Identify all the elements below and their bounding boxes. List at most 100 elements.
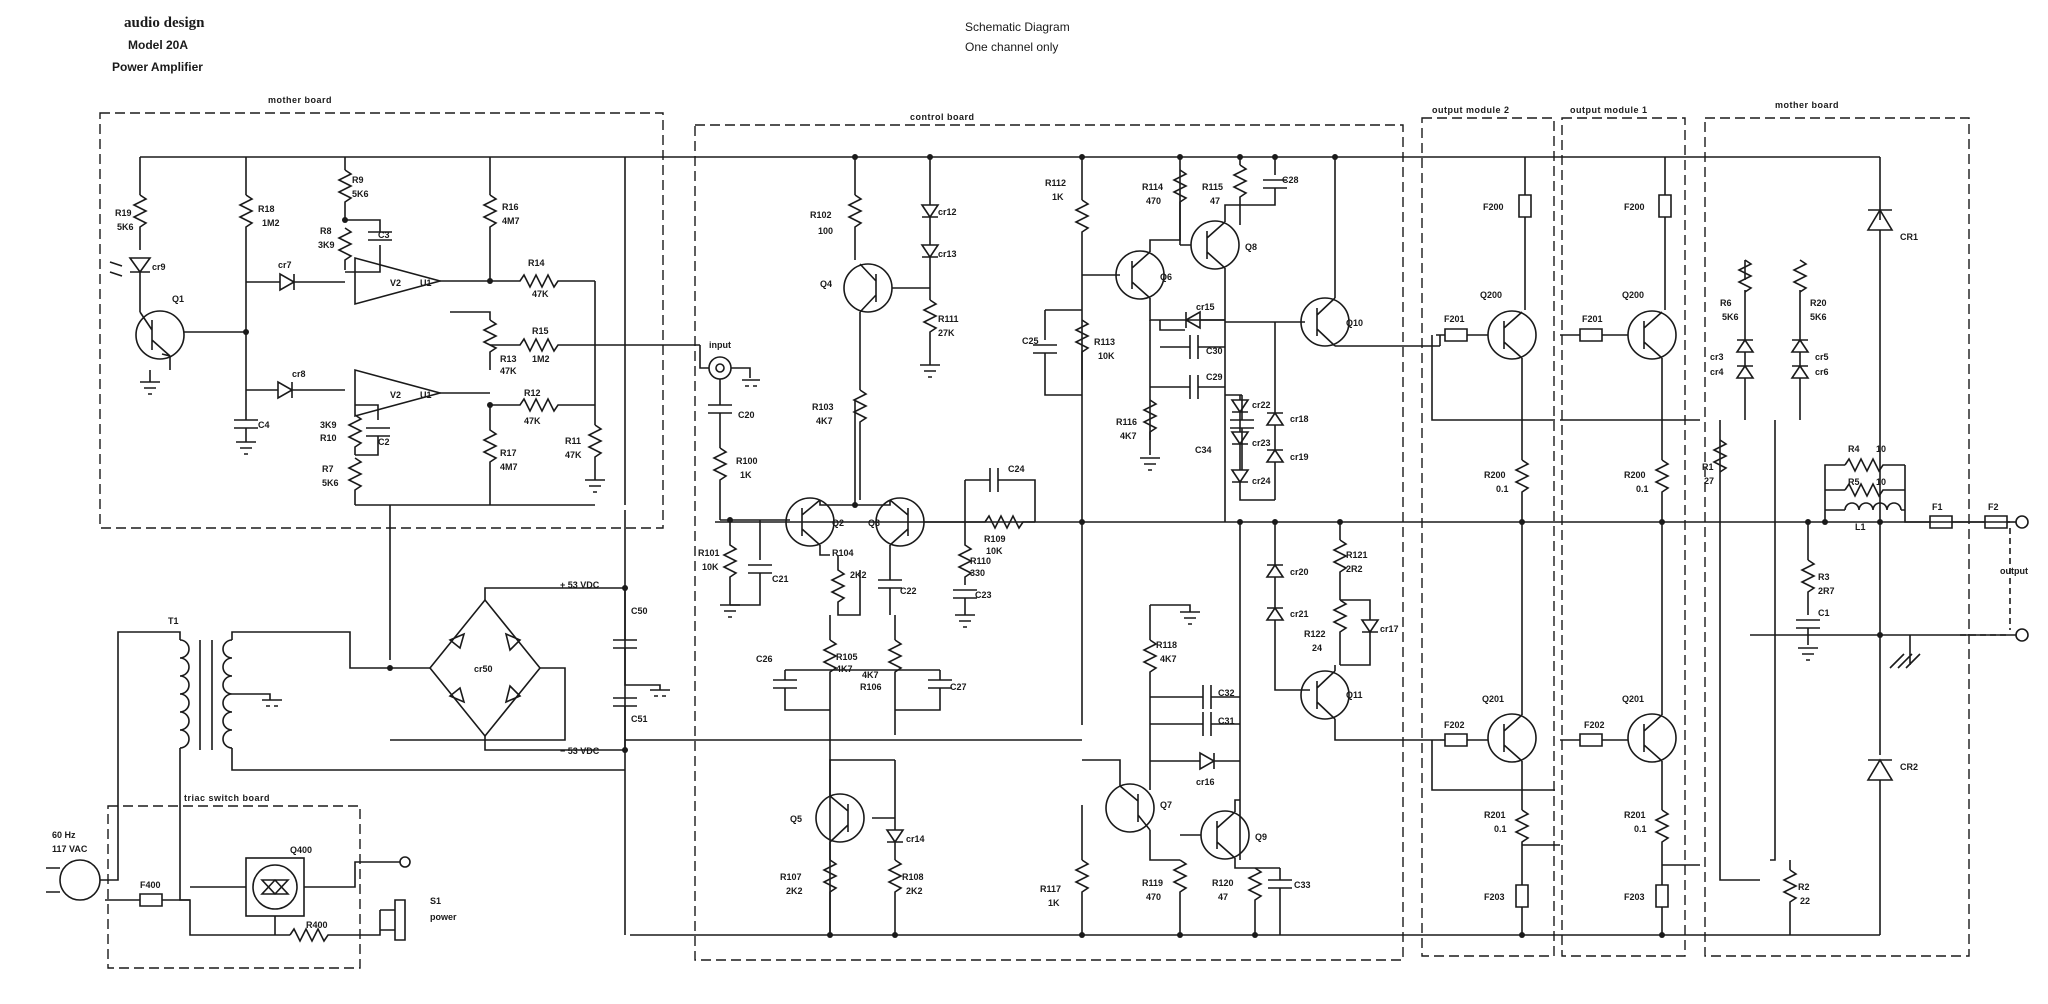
- svg-text:117 VAC: 117 VAC: [52, 844, 88, 854]
- svg-text:C51: C51: [631, 714, 648, 724]
- svg-text:4M7: 4M7: [500, 462, 518, 472]
- svg-text:Q1: Q1: [172, 294, 184, 304]
- diode-cr24: [1230, 469, 1250, 484]
- resistor-r4: [1844, 457, 1905, 473]
- transistor-q5: [815, 793, 865, 843]
- resistor-r200b: [1654, 459, 1670, 522]
- transistor-q1: [135, 310, 185, 360]
- resistor-r11: [587, 424, 603, 480]
- svg-text:Q3: Q3: [868, 518, 880, 528]
- svg-text:cr17: cr17: [1380, 624, 1399, 634]
- control-board-labels: input C20 R100 1K R101 10K C21 R102 100 …: [698, 175, 1399, 908]
- svg-text:R116: R116: [1116, 417, 1137, 427]
- fuse-f201a: [1444, 328, 1468, 342]
- svg-text:C23: C23: [975, 590, 992, 600]
- transistor-q201b: [1627, 713, 1677, 763]
- inductor-l1: [1844, 502, 1902, 511]
- fuse-f200a: [1518, 194, 1532, 218]
- output-module-1-circuit: [1560, 157, 1700, 935]
- transistor-q201a: [1487, 713, 1537, 763]
- svg-text:47: 47: [1210, 196, 1220, 206]
- svg-text:4M7: 4M7: [502, 216, 520, 226]
- resistor-r117: [1074, 859, 1090, 935]
- svg-text:R13: R13: [500, 354, 517, 364]
- svg-text:R400: R400: [306, 920, 328, 930]
- capacitor-c1: [1796, 619, 1820, 645]
- control-board-label: control board: [910, 112, 975, 122]
- svg-text:47: 47: [1218, 892, 1228, 902]
- svg-text:R117: R117: [1040, 884, 1061, 894]
- svg-text:output: output: [2000, 566, 2028, 576]
- svg-text:Q10: Q10: [1346, 318, 1363, 328]
- svg-text:R16: R16: [502, 202, 519, 212]
- svg-text:0.1: 0.1: [1634, 824, 1647, 834]
- svg-text:R109: R109: [984, 534, 1006, 544]
- svg-text:R10: R10: [320, 433, 337, 443]
- power-supply-labels: T1 cr50 + 53 VDC − 53 VDC C50 C51 60 Hz …: [52, 580, 648, 930]
- fuse-f202b: [1579, 733, 1603, 747]
- diode-cr8: [277, 380, 294, 400]
- capacitor-c33: [1255, 867, 1292, 935]
- svg-text:R113: R113: [1094, 337, 1115, 347]
- svg-text:R201: R201: [1484, 810, 1506, 820]
- capacitor-c29: [1150, 375, 1225, 399]
- led-cr4: [1735, 364, 1755, 379]
- svg-text:R104: R104: [832, 548, 854, 558]
- transistor-q8: [1190, 220, 1240, 270]
- svg-text:C21: C21: [772, 574, 789, 584]
- fuse-f200b: [1658, 194, 1672, 218]
- svg-text:27K: 27K: [938, 328, 955, 338]
- svg-text:C31: C31: [1218, 716, 1235, 726]
- resistor-r107: [822, 859, 838, 935]
- mother-board-right-circuit: [1712, 157, 2029, 935]
- led-cr9: [128, 257, 152, 274]
- diode-cr20: [1265, 563, 1285, 578]
- resistor-r2: [1782, 869, 1798, 935]
- brand-name: audio design: [124, 15, 205, 31]
- resistor-r100: [712, 447, 728, 520]
- resistor-r10: [347, 414, 363, 455]
- svg-text:2R2: 2R2: [1346, 564, 1363, 574]
- resistor-r105: [822, 639, 838, 710]
- resistor-r121: [1332, 539, 1348, 600]
- transistor-q200a: [1487, 310, 1537, 360]
- resistor-r19: [132, 194, 148, 250]
- svg-text:2K2: 2K2: [786, 886, 803, 896]
- transistor-q10: [1300, 297, 1350, 347]
- svg-text:R122: R122: [1304, 629, 1326, 639]
- fuse-f400: [139, 893, 163, 907]
- control-board-outline: [694, 124, 1404, 961]
- svg-text:cr15: cr15: [1196, 302, 1215, 312]
- output-module-2-label: output module 2: [1432, 105, 1510, 115]
- svg-text:R112: R112: [1045, 178, 1066, 188]
- svg-text:C2: C2: [378, 437, 390, 447]
- resistor-r14: [490, 273, 595, 289]
- svg-text:Q2: Q2: [832, 518, 844, 528]
- svg-text:C28: C28: [1282, 175, 1299, 185]
- capacitor-c4: [234, 419, 258, 442]
- transistor-q200b: [1627, 310, 1677, 360]
- svg-text:L1: L1: [1855, 522, 1866, 532]
- diode-cr23: [1230, 431, 1250, 446]
- svg-text:1K: 1K: [1052, 192, 1064, 202]
- svg-text:Q6: Q6: [1160, 272, 1172, 282]
- svg-text:V2: V2: [390, 278, 401, 288]
- diode-cr2: [1866, 758, 1894, 781]
- svg-text:cr20: cr20: [1290, 567, 1309, 577]
- svg-text:R120: R120: [1212, 878, 1234, 888]
- svg-text:F202: F202: [1584, 720, 1605, 730]
- svg-text:F200: F200: [1624, 202, 1645, 212]
- svg-text:5K6: 5K6: [352, 189, 369, 199]
- svg-text:R110: R110: [970, 556, 991, 566]
- svg-text:Q200: Q200: [1480, 290, 1502, 300]
- resistor-r16: [482, 194, 498, 281]
- svg-text:Q11: Q11: [1346, 690, 1363, 700]
- svg-text:R119: R119: [1142, 878, 1163, 888]
- capacitor-c24: [989, 468, 1005, 492]
- svg-text:R11: R11: [565, 436, 581, 446]
- svg-text:V2: V2: [390, 390, 401, 400]
- svg-text:cr8: cr8: [292, 369, 306, 379]
- svg-text:U1: U1: [420, 390, 432, 400]
- zener-cr17: [1360, 619, 1380, 634]
- svg-text:10K: 10K: [986, 546, 1003, 556]
